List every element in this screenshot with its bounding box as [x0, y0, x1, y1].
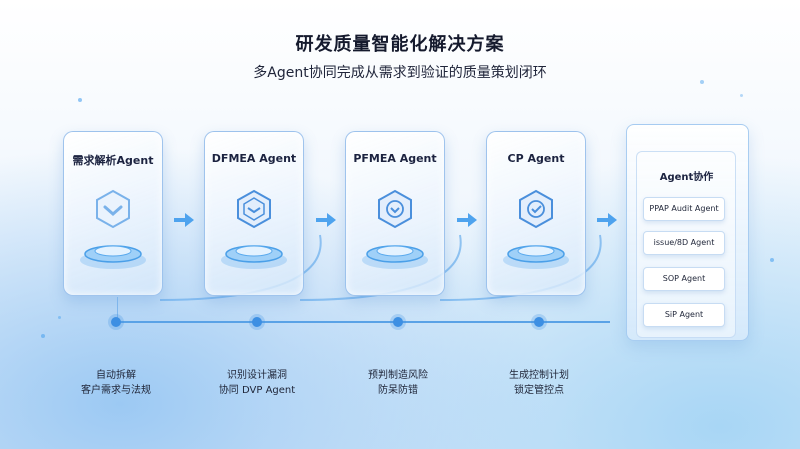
pedestal-icon — [503, 245, 569, 269]
timeline-dot — [111, 317, 121, 327]
arrow-right-icon — [316, 213, 336, 227]
agent-card-requirements[interactable]: 需求解析Agent — [63, 131, 163, 296]
hexagon-shield-icon — [378, 189, 412, 229]
agent-card-title: PFMEA Agent — [353, 152, 437, 165]
page-title: 研发质量智能化解决方案 — [295, 34, 505, 55]
collaboration-title: Agent协作 — [659, 172, 714, 183]
arrow-right-icon — [597, 213, 617, 227]
sparkle — [700, 80, 704, 84]
hexagon-check-icon — [519, 189, 553, 229]
collab-agent-sop[interactable]: SOP Agent — [643, 267, 725, 291]
agent-card-title: CP Agent — [507, 152, 565, 165]
sparkle — [58, 316, 61, 319]
collab-agent-8d[interactable]: issue/8D Agent — [643, 231, 725, 255]
sparkle — [770, 258, 774, 262]
step-label-line1: 预判制造风险 — [368, 370, 428, 381]
sparkle — [740, 94, 743, 97]
agent-card-cp[interactable]: CP Agent — [486, 131, 586, 296]
sparkle — [41, 334, 45, 338]
agent-card-title: 需求解析Agent — [72, 154, 154, 167]
pedestal-icon — [221, 245, 287, 269]
timeline-line — [113, 321, 610, 323]
step-label-line2: 客户需求与法规 — [81, 385, 151, 396]
page-subtitle: 多Agent协同完成从需求到验证的质量策划闭环 — [253, 65, 547, 81]
step-label-line2: 锁定管控点 — [514, 385, 564, 396]
arrow-right-icon — [457, 213, 477, 227]
sparkle — [78, 98, 82, 102]
timeline-dot — [252, 317, 262, 327]
agent-card-title: DFMEA Agent — [211, 152, 297, 165]
timeline-stem — [117, 297, 118, 319]
step-label-line1: 生成控制计划 — [509, 370, 569, 381]
step-label-line1: 识别设计漏洞 — [227, 370, 287, 381]
step-label: 预判制造风险 防呆防错 — [343, 368, 453, 398]
step-label: 生成控制计划 锁定管控点 — [484, 368, 594, 398]
arrow-right-icon — [174, 213, 194, 227]
agent-card-dfmea[interactable]: DFMEA Agent — [204, 131, 304, 296]
timeline-dot — [393, 317, 403, 327]
collab-agent-ppap[interactable]: PPAP Audit Agent — [643, 197, 725, 221]
step-label: 自动拆解 客户需求与法规 — [61, 368, 171, 398]
timeline-dot — [534, 317, 544, 327]
step-label: 识别设计漏洞 协同 DVP Agent — [202, 368, 312, 398]
step-label-line2: 协同 DVP Agent — [218, 385, 296, 396]
hexagon-layers-icon — [237, 189, 271, 229]
agent-card-pfmea[interactable]: PFMEA Agent — [345, 131, 445, 296]
step-label-line2: 防呆防错 — [378, 385, 418, 396]
step-label-line1: 自动拆解 — [96, 370, 136, 381]
collab-agent-sip[interactable]: SiP Agent — [643, 303, 725, 327]
hexagon-check-icon — [96, 189, 130, 229]
pedestal-icon — [80, 245, 146, 269]
pedestal-icon — [362, 245, 428, 269]
